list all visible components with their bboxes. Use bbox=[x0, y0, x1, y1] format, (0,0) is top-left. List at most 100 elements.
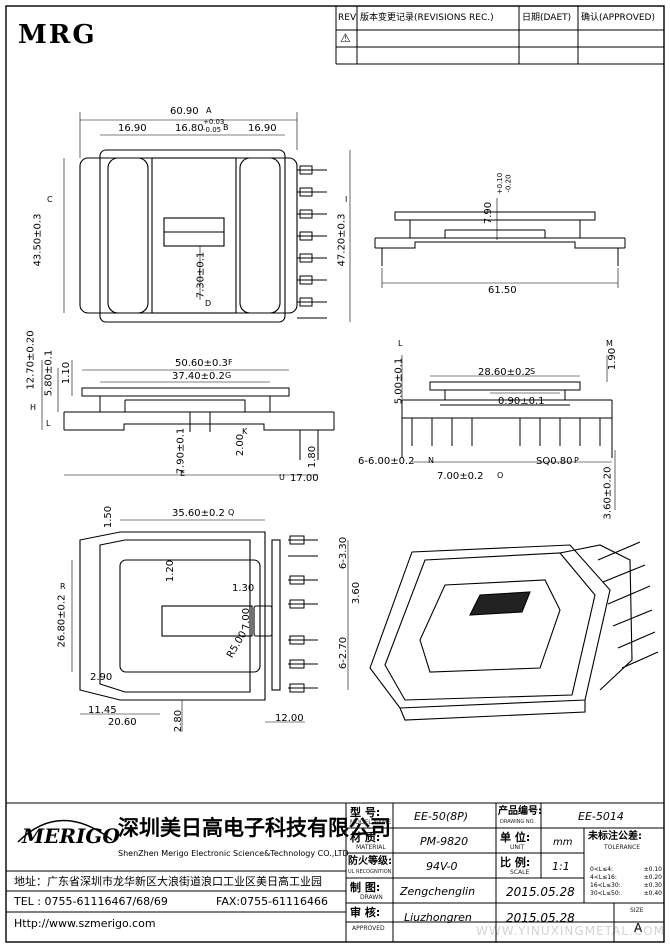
dim-16-90-left: 16.90 bbox=[118, 123, 147, 134]
dim-28-60: 28.60±0.2 bbox=[478, 367, 531, 378]
marker-i-top: I bbox=[345, 195, 348, 204]
scale-label-en: SCALE bbox=[510, 869, 530, 876]
flame-label: 防火等级: bbox=[348, 856, 392, 867]
marker-h: H bbox=[30, 403, 37, 412]
dim-1-30: 1.30 bbox=[232, 583, 255, 594]
dim-2-80: 2.80 bbox=[173, 709, 185, 733]
model-value: EE-50(8P) bbox=[414, 810, 469, 823]
dim-2-90: 2.90 bbox=[90, 672, 113, 683]
approved-label-en: APPROVED bbox=[352, 925, 385, 932]
company-name-en: ShenZhen Merigo Electronic Science&Techn… bbox=[118, 849, 349, 858]
marker-n: N bbox=[428, 456, 434, 465]
dim-11-45: 11.45 bbox=[88, 705, 117, 716]
dim-6-3-30: 6-3.30 bbox=[338, 536, 350, 570]
tolerance-value: ±0.30 bbox=[643, 882, 662, 889]
dim-7-90: 7.90 bbox=[483, 201, 495, 225]
material-label-en: MATERIAL bbox=[356, 844, 386, 851]
approved-label: 审 核: bbox=[350, 906, 381, 919]
dim-61-50: 61.50 bbox=[488, 285, 517, 296]
marker-e: E bbox=[180, 469, 186, 478]
dim-26-80: 26.80±0.2 bbox=[56, 594, 68, 648]
dim-7-00-bottom: 7.00 bbox=[241, 607, 253, 631]
dim-0-90: 0.90±0.1 bbox=[498, 396, 545, 407]
drawn-date: 2015.05.28 bbox=[506, 885, 575, 899]
scale-label: 比 例: bbox=[500, 856, 531, 869]
dim-6-6-00: 6-6.00±0.2 bbox=[358, 456, 415, 467]
dim-7-90-plus: +0.10 bbox=[496, 172, 505, 195]
end-view bbox=[401, 355, 616, 510]
watermark: WWW.YINUXINGMETAL.COM bbox=[476, 924, 665, 938]
dim-16-80: 16.80 bbox=[175, 123, 204, 134]
date-col-header: 日期(DAET) bbox=[522, 13, 572, 23]
tolerance-range: 30<L≤50: bbox=[590, 890, 621, 897]
dim-7-00: 7.00±0.2 bbox=[437, 471, 484, 482]
model-label-en: MODEL NAME bbox=[350, 819, 392, 826]
marker-k: K bbox=[242, 427, 248, 436]
tolerance-row: 4<L≤16: ±0.20 bbox=[590, 874, 662, 882]
dim-7-90-minus: -0.20 bbox=[504, 174, 513, 193]
sheet-size-value: A bbox=[634, 921, 643, 935]
scale-value: 1:1 bbox=[552, 860, 570, 873]
tolerance-value: ±0.10 bbox=[643, 866, 662, 873]
tolerance-value: ±0.20 bbox=[643, 874, 662, 881]
merigo-logo-swoosh bbox=[17, 819, 113, 843]
bottom-view bbox=[71, 519, 349, 732]
tolerance-row: 0<L≤4: ±0.10 bbox=[590, 866, 662, 874]
tolerance-label: 未标注公差: bbox=[588, 831, 642, 842]
side-view bbox=[374, 198, 626, 288]
dim-1-80: 1.80 bbox=[307, 445, 319, 469]
merigo-logo: MERIGO bbox=[22, 824, 120, 848]
tolerance-value: ±0.40 bbox=[643, 890, 662, 897]
marker-l-front: L bbox=[46, 419, 51, 428]
company-fax: FAX:0755-61116466 bbox=[216, 895, 329, 908]
front-view bbox=[41, 360, 335, 476]
marker-b: B bbox=[223, 123, 229, 132]
model-label: 型 号: bbox=[350, 806, 381, 819]
dim-7-30: 7.30±0.1 bbox=[195, 251, 207, 299]
dim-35-60: 35.60±0.2 bbox=[172, 508, 225, 519]
dim-5-80: 5.80±0.1 bbox=[43, 349, 55, 397]
flame-value: 94V-0 bbox=[426, 860, 458, 873]
dim-1-90: 1.90 bbox=[607, 347, 619, 371]
dim-1-20: 1.20 bbox=[165, 559, 177, 583]
marker-c: C bbox=[47, 195, 53, 204]
dim-2-00: 2.00 bbox=[235, 433, 247, 457]
tolerance-row: 16<L≤30: ±0.30 bbox=[590, 882, 662, 890]
tolerance-range: 4<L≤16: bbox=[590, 874, 617, 881]
dim-7-90-front: 7.90±0.1 bbox=[175, 427, 187, 475]
dim-3-60-bottom: 3.60 bbox=[351, 581, 363, 605]
revision-triangle-icon: ⚠ bbox=[340, 31, 351, 45]
material-value: PM-9820 bbox=[420, 835, 469, 848]
drawn-label: 制 图: bbox=[350, 881, 381, 894]
dim-1-50: 1.50 bbox=[103, 505, 115, 529]
drawing-no-label: 产品编号: bbox=[498, 806, 542, 817]
rev-col-header: REV bbox=[338, 13, 357, 23]
dim-3-60: 3.60±0.20 bbox=[602, 466, 614, 520]
isometric-view bbox=[369, 541, 659, 721]
flame-label-en: UL RECOGNITION bbox=[348, 869, 392, 875]
record-col-header: 版本变更记录(REVISIONS REC.) bbox=[360, 13, 494, 23]
mrg-logo: MRG bbox=[18, 20, 97, 50]
dim-1-10: 1.10 bbox=[61, 361, 73, 385]
approved-value: Liuzhongren bbox=[404, 911, 472, 924]
top-view bbox=[63, 112, 351, 323]
dim-16-80-minus: -0.05 bbox=[203, 126, 222, 134]
unit-label-en: UNIT bbox=[510, 844, 525, 851]
marker-o: O bbox=[497, 471, 504, 480]
marker-f: F bbox=[228, 358, 233, 367]
marker-s: S bbox=[530, 367, 536, 376]
drawn-label-en: DRAWN bbox=[360, 894, 383, 901]
dim-17-00: 17.00 bbox=[290, 473, 319, 484]
dim-43-50: 43.50±0.3 bbox=[32, 213, 44, 267]
approved-col-header: 确认(APPROVED) bbox=[581, 13, 655, 23]
marker-p: P bbox=[574, 456, 579, 465]
dim-60-90: 60.90 bbox=[170, 106, 199, 117]
drawn-value: Zengchenglin bbox=[400, 885, 476, 898]
marker-d: D bbox=[205, 299, 212, 308]
marker-q: Q bbox=[228, 508, 235, 517]
dim-50-60: 50.60±0.3 bbox=[175, 358, 228, 369]
dim-20-60: 20.60 bbox=[108, 717, 137, 728]
sheet-size-label: SIZE bbox=[630, 907, 644, 914]
tolerance-range: 16<L≤30: bbox=[590, 882, 621, 889]
